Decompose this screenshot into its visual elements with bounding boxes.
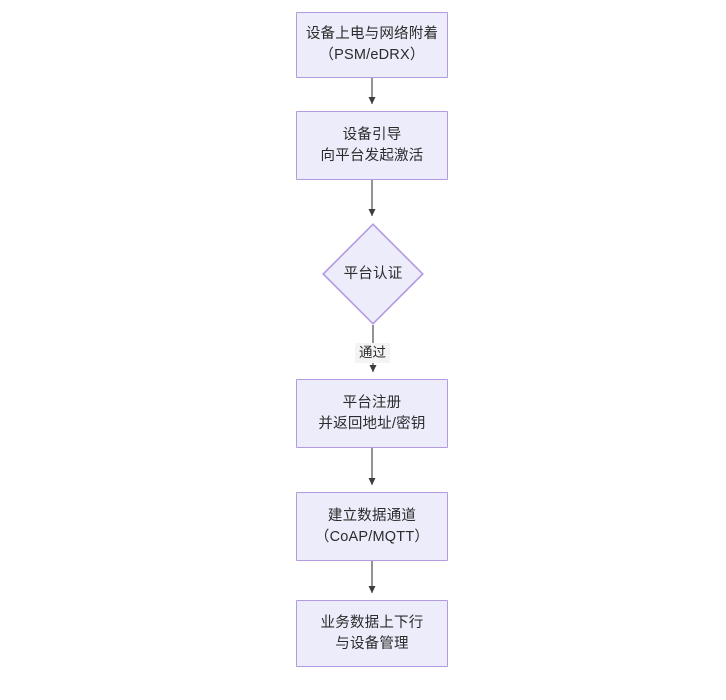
node-data-channel-label: 建立数据通道 （CoAP/MQTT） [314,507,430,545]
diamond-shape [322,223,424,325]
edge-label-pass: 通过 [355,343,390,363]
node-platform-auth-label: 平台认证 [343,265,403,282]
node-bootstrap-label: 设备引导 向平台发起激活 [320,126,424,164]
node-platform-register-label: 平台注册 并返回地址/密钥 [318,394,426,432]
node-power-on[interactable]: 设备上电与网络附着 （PSM/eDRX） [296,12,448,78]
node-business-data[interactable]: 业务数据上下行 与设备管理 [296,600,448,667]
node-data-channel[interactable]: 建立数据通道 （CoAP/MQTT） [296,492,448,561]
node-platform-register[interactable]: 平台注册 并返回地址/密钥 [296,379,448,448]
node-bootstrap[interactable]: 设备引导 向平台发起激活 [296,111,448,180]
node-platform-auth[interactable]: 平台认证 [322,223,424,325]
node-business-data-label: 业务数据上下行 与设备管理 [320,614,424,652]
node-power-on-label: 设备上电与网络附着 （PSM/eDRX） [305,26,439,63]
